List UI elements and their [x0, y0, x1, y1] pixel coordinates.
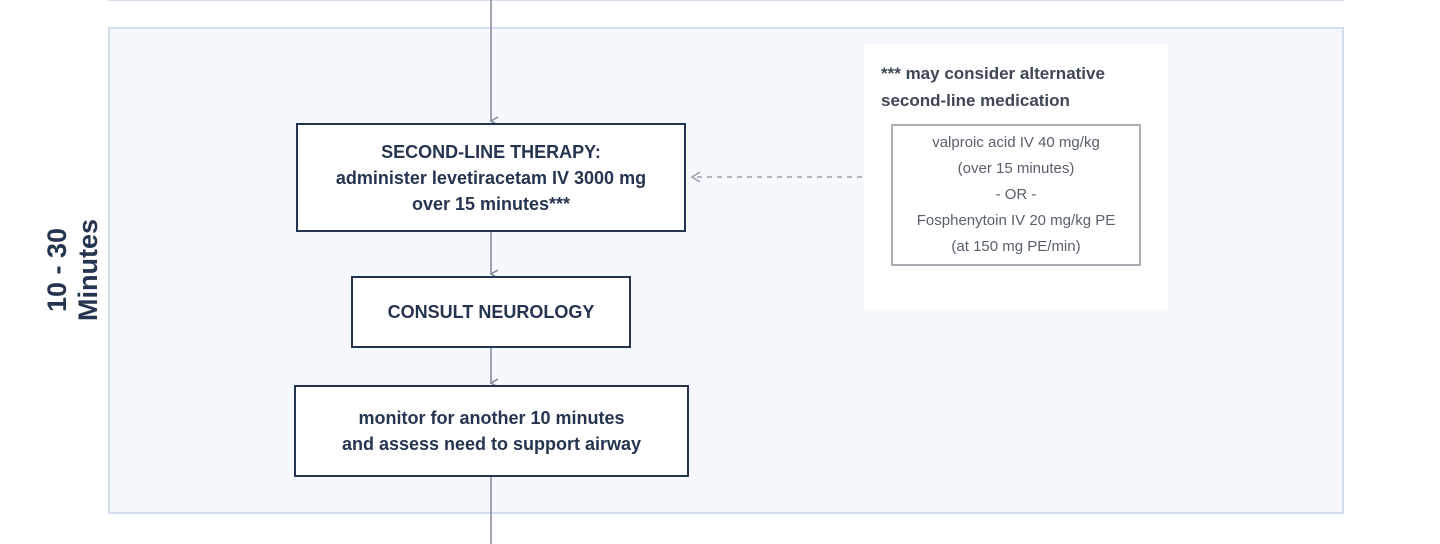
- alternative-medication-box: valproic acid IV 40 mg/kg (over 15 minut…: [891, 124, 1141, 266]
- lane-label-line-1: 10 - 30: [42, 227, 72, 313]
- option-line-5: (at 150 mg PE/min): [951, 238, 1081, 255]
- consult-line-1: CONSULT NEUROLOGY: [387, 302, 595, 322]
- monitor-line-1: monitor for another 10 minutes: [358, 408, 625, 428]
- monitor-box: monitor for another 10 minutes and asses…: [294, 385, 689, 477]
- alternative-note-title: *** may consider alternative second-line…: [881, 60, 1105, 114]
- option-line-4: Fosphenytoin IV 20 mg/kg PE: [916, 212, 1116, 229]
- previous-time-lane: [108, 0, 1344, 1]
- monitor-line-2: and assess need to support airway: [341, 434, 642, 454]
- note-title-line-2: second-line medication: [881, 91, 1070, 110]
- option-line-3: - OR -: [995, 186, 1037, 203]
- consult-neurology-box: CONSULT NEUROLOGY: [351, 276, 631, 348]
- lane-time-label: 10 - 30 Minutes: [42, 219, 104, 321]
- lane-label-line-2: Minutes: [73, 218, 103, 322]
- option-line-1: valproic acid IV 40 mg/kg: [932, 134, 1100, 151]
- option-line-2: (over 15 minutes): [957, 160, 1075, 177]
- second-line-therapy-box: SECOND-LINE THERAPY: administer levetira…: [296, 123, 686, 232]
- therapy-line-3: over 15 minutes***: [411, 193, 571, 214]
- therapy-line-1: SECOND-LINE THERAPY:: [381, 141, 601, 162]
- note-title-line-1: *** may consider alternative: [881, 64, 1105, 83]
- therapy-line-2: administer levetiracetam IV 3000 mg: [335, 167, 647, 188]
